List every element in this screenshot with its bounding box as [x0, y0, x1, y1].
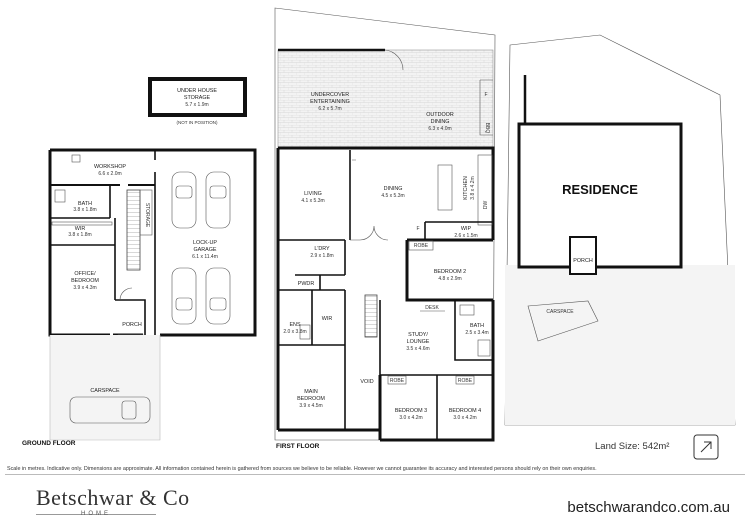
room-label: OFFICE/ [74, 271, 96, 277]
room-label: ROBE [414, 243, 429, 249]
floor-label: GROUND FLOOR [22, 440, 76, 447]
room-dims: 2.0 x 3.8m [283, 329, 306, 335]
room-dims: 2.6 x 1.5m [454, 233, 477, 239]
room-label: PWDR [298, 281, 315, 287]
room-dims: 6.3 x 4.0m [428, 126, 451, 132]
room-label: WORKSHOP [94, 164, 126, 170]
room-label: STORAGE [184, 95, 211, 101]
room-dims: 4.1 x 5.3m [301, 198, 324, 204]
room-label: WIP [461, 226, 472, 232]
room-label: CARSPACE [546, 309, 574, 315]
room-label: WIR [75, 226, 86, 232]
room-dims: 4.8 x 2.9m [438, 276, 461, 282]
first-floor-outer-wall [276, 146, 495, 430]
room-label: GARAGE [193, 247, 216, 253]
room-label: OUTDOOR [426, 112, 454, 118]
room-label: L'DRY [314, 246, 330, 252]
room-label: BEDROOM [71, 278, 99, 284]
room-dims: 3.5 x 4.6m [406, 346, 429, 352]
dishwasher-label: DW [483, 201, 489, 210]
ground-floor-outer-wall [48, 148, 257, 337]
room-dims: 3.8 x 4.2m [470, 176, 476, 199]
brand-subtitle: HOME [81, 511, 111, 517]
room-label: UNDERCOVER [311, 92, 349, 98]
fridge-label: F [484, 92, 487, 98]
fridge-label: F [416, 226, 419, 232]
room-label: STUDY/ [408, 332, 428, 338]
room-label: STORAGE [144, 203, 150, 228]
room-label: BEDROOM 4 [449, 408, 481, 414]
floor-plan-drawing: UNDER HOUSE STORAGE 5.7 x 1.9m (NOT IN P… [22, 7, 736, 460]
room-label: BEDROOM 2 [434, 269, 466, 275]
disclaimer-text: Scale in metres. Indicative only. Dimens… [7, 466, 597, 472]
ground-floor-plan: UNDER HOUSE STORAGE 5.7 x 1.9m (NOT IN P… [22, 77, 257, 447]
website-link[interactable]: betschwarandco.com.au [567, 499, 730, 516]
room-label: LOUNGE [407, 339, 430, 345]
room-dims: 4.5 x 5.3m [381, 193, 404, 199]
car-icon [69, 396, 151, 424]
room-dims: 2.5 x 3.4m [465, 330, 488, 336]
room-dims: 3.8 x 1.8m [68, 232, 91, 238]
site-plan: RESIDENCE PORCH CARSPACE [504, 34, 736, 460]
car-icon [527, 300, 599, 342]
room-label: BATH [470, 323, 484, 329]
room-label: LIVING [304, 191, 322, 197]
room-dims: 3.9 x 4.3m [73, 285, 96, 291]
room-label: WIR [322, 316, 333, 322]
room-label: LOCK-UP [193, 240, 217, 246]
room-label: DESK [425, 305, 439, 311]
room-label: ROBE [390, 378, 405, 384]
divider [5, 474, 745, 475]
divider [36, 514, 156, 515]
room-dims: 3.9 x 4.5m [299, 403, 322, 409]
car-icon [171, 171, 231, 325]
brand-logo: Betschwar & Co [36, 485, 190, 510]
under-house-storage [148, 77, 247, 117]
room-dims: 2.9 x 1.8m [310, 253, 333, 259]
room-label: MAIN [304, 389, 318, 395]
room-dims: 3.0 x 4.2m [399, 415, 422, 421]
note-label: (NOT IN POSITION) [177, 120, 218, 125]
room-label: ENS [289, 322, 300, 328]
room-dims: 5.7 x 1.9m [185, 102, 208, 108]
room-label: ROBE [458, 378, 473, 384]
bbq-label: BBQ [484, 123, 490, 134]
room-dims: 6.6 x 2.0m [98, 171, 121, 177]
first-floor-plan: UNDERCOVER ENTERTAINING 6.2 x 5.7m OUTDO… [274, 7, 496, 450]
room-dims: 3.8 x 1.8m [73, 207, 96, 213]
room-label: DINING [431, 119, 450, 125]
room-label: BEDROOM 3 [395, 408, 427, 414]
undercover-entertaining [277, 49, 494, 149]
room-label: VOID [360, 379, 373, 385]
floor-label: FIRST FLOOR [276, 443, 320, 450]
room-label: CARSPACE [90, 388, 120, 394]
room-dims: 6.1 x 11.4m [192, 254, 218, 260]
compass-icon [693, 434, 719, 460]
room-dims: 6.2 x 5.7m [318, 106, 341, 112]
room-label: KITCHEN [463, 176, 469, 200]
room-label: DINING [384, 186, 403, 192]
residence-building [517, 122, 683, 269]
land-size-label: Land Size: 542m² [595, 441, 670, 452]
room-label: BEDROOM [297, 396, 325, 402]
room-label: BATH [78, 201, 92, 207]
room-label: PORCH [573, 258, 593, 264]
residence-label: RESIDENCE [562, 182, 638, 197]
room-label: ENTERTAINING [310, 99, 350, 105]
room-dims: 3.0 x 4.2m [453, 415, 476, 421]
room-label: UNDER HOUSE [177, 88, 217, 94]
room-label: PORCH [122, 322, 142, 328]
